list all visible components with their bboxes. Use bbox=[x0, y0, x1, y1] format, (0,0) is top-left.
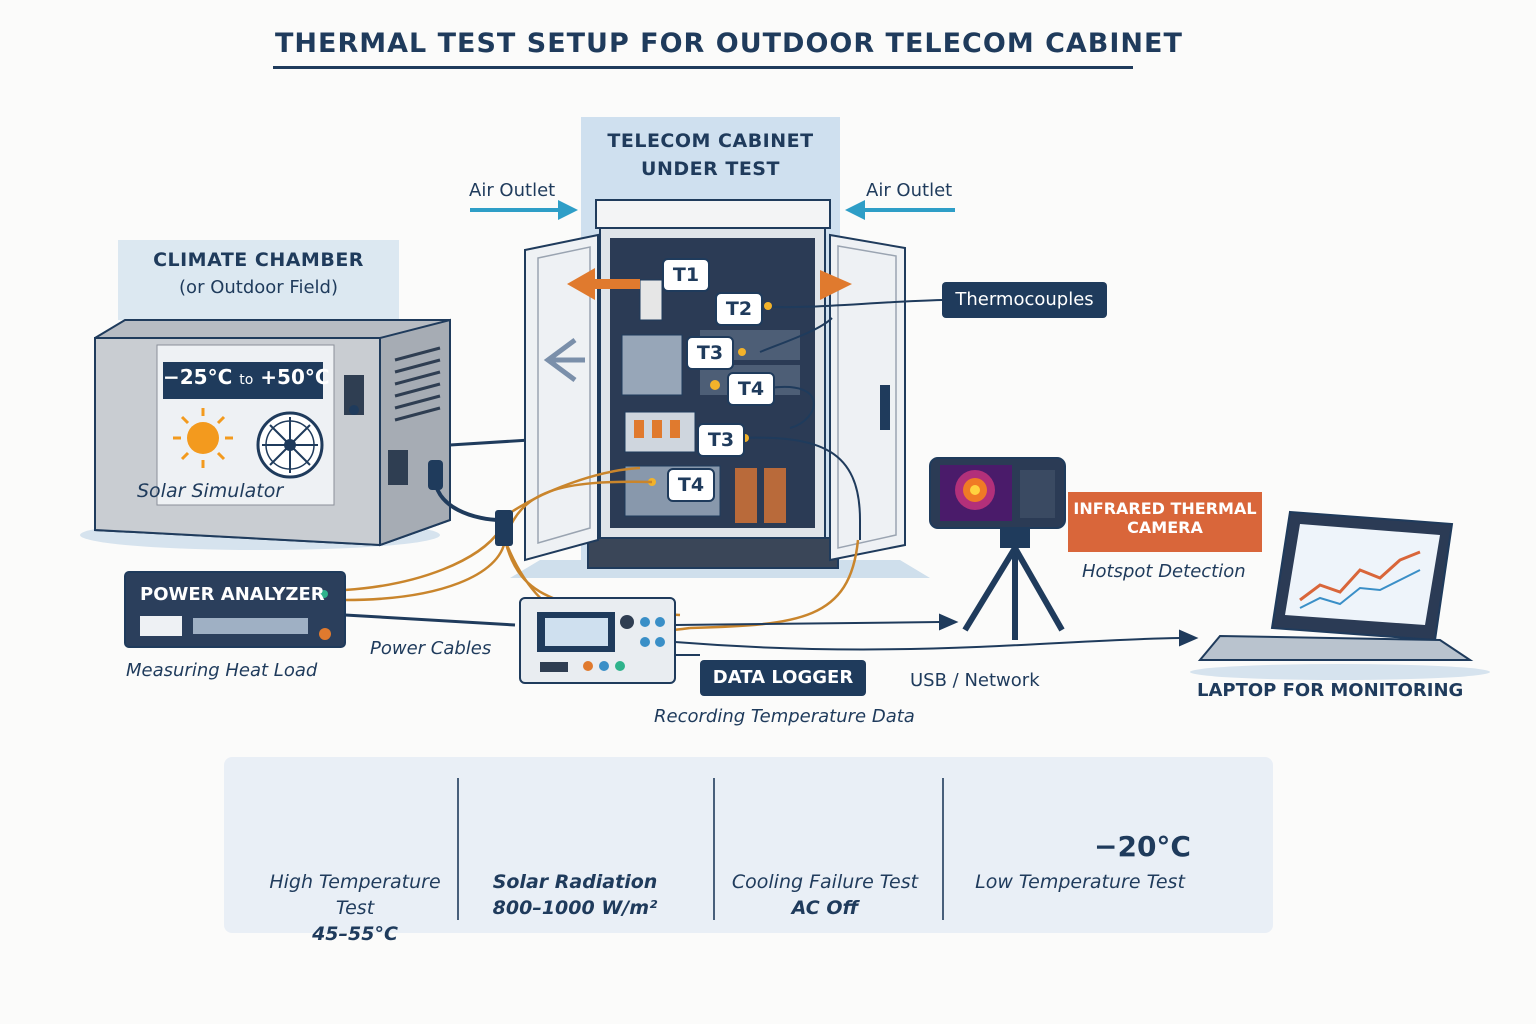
camera-label-line1: INFRARED THERMAL bbox=[1073, 499, 1257, 518]
climate-chamber-heading: CLIMATE CHAMBER bbox=[153, 249, 364, 271]
temperature-range-high: +50°C bbox=[260, 365, 330, 389]
sensor-t3-lower: T3 bbox=[697, 423, 745, 457]
power-cables-label: Power Cables bbox=[370, 638, 492, 659]
thermocouple-wire bbox=[759, 299, 943, 309]
low-temperature-value: −20°C bbox=[1094, 830, 1191, 863]
test-value: 45–55°C bbox=[312, 923, 398, 945]
test-conditions-panel bbox=[224, 757, 1273, 933]
test-solar-radiation: Solar Radiation 800–1000 W/m² bbox=[475, 869, 675, 921]
test-cooling-failure: Cooling Failure Test AC Off bbox=[725, 869, 925, 921]
sensor-t1: T1 bbox=[662, 258, 710, 292]
data-logger-icon bbox=[519, 597, 676, 684]
panel-divider bbox=[942, 778, 944, 920]
cabinet-left-door bbox=[524, 233, 599, 562]
plug-icon bbox=[428, 460, 443, 490]
air-outlet-arrow-right-icon bbox=[845, 200, 955, 220]
test-low-temperature: Low Temperature Test bbox=[965, 869, 1195, 895]
title-underline bbox=[273, 66, 1133, 69]
splitter-icon bbox=[495, 510, 513, 546]
heat-arrow-right-icon bbox=[820, 270, 852, 300]
camera-label-line2: CAMERA bbox=[1127, 518, 1203, 537]
camera-label-box: INFRARED THERMAL CAMERA bbox=[1068, 492, 1262, 552]
thermocouple-wire bbox=[739, 436, 861, 540]
temperature-range-display: −25°C to +50°C bbox=[163, 365, 330, 389]
usb-network-cables bbox=[674, 613, 1199, 656]
fan-icon bbox=[256, 411, 324, 479]
test-name: Cooling Failure Test bbox=[731, 871, 919, 893]
test-value: AC Off bbox=[791, 897, 859, 919]
data-logger-label: DATA LOGGER bbox=[700, 660, 866, 696]
test-name: High Temperature Test bbox=[269, 871, 441, 919]
test-name: Solar Radiation bbox=[492, 871, 658, 893]
panel-divider bbox=[713, 778, 715, 920]
test-value: 800–1000 W/m² bbox=[492, 897, 658, 919]
sun-icon bbox=[173, 408, 233, 468]
camera-caption: Hotspot Detection bbox=[1082, 561, 1246, 582]
laptop-icon bbox=[1190, 510, 1490, 680]
cabinet-heading-line1: TELECOM CABINET bbox=[607, 130, 814, 152]
door-handle bbox=[880, 385, 890, 430]
airflow-arrow-icon bbox=[543, 337, 585, 383]
power-analyzer-caption: Measuring Heat Load bbox=[126, 660, 318, 681]
page-title: THERMAL TEST SETUP FOR OUTDOOR TELECOM C… bbox=[275, 28, 1183, 59]
solar-simulator-label: Solar Simulator bbox=[137, 480, 284, 502]
cabinet-heading-line2: UNDER TEST bbox=[641, 158, 780, 180]
sensor-t2: T2 bbox=[715, 292, 763, 326]
air-outlet-left-label: Air Outlet bbox=[469, 180, 556, 201]
power-analyzer-label: POWER ANALYZER bbox=[140, 584, 325, 605]
chamber-cable bbox=[449, 438, 531, 447]
data-logger-caption: Recording Temperature Data bbox=[654, 706, 915, 727]
heat-arrow-left-icon bbox=[567, 268, 640, 300]
power-analyzer-icon bbox=[124, 571, 346, 648]
test-name: Low Temperature Test bbox=[975, 871, 1185, 893]
laptop-label: LAPTOP FOR MONITORING bbox=[1197, 680, 1464, 701]
thermocouple-wire bbox=[759, 317, 833, 353]
chamber-highlight bbox=[118, 240, 399, 320]
thermocouple-wire bbox=[769, 385, 815, 429]
temperature-range-low: −25°C bbox=[163, 365, 233, 389]
test-high-temperature: High Temperature Test 45–55°C bbox=[250, 869, 460, 947]
usb-network-label: USB / Network bbox=[910, 670, 1040, 691]
panel-divider bbox=[457, 778, 459, 920]
thermocouples-label: Thermocouples bbox=[942, 282, 1107, 318]
air-outlet-arrow-left-icon bbox=[470, 200, 578, 220]
sensor-t3-upper: T3 bbox=[686, 336, 734, 370]
temperature-range-to: to bbox=[239, 372, 254, 388]
sensor-t4-lower: T4 bbox=[667, 468, 715, 502]
climate-chamber-subheading: (or Outdoor Field) bbox=[179, 277, 338, 298]
thermal-camera-icon bbox=[929, 457, 1066, 640]
air-outlet-right-label: Air Outlet bbox=[866, 180, 953, 201]
sensor-t4-upper: T4 bbox=[727, 372, 775, 406]
